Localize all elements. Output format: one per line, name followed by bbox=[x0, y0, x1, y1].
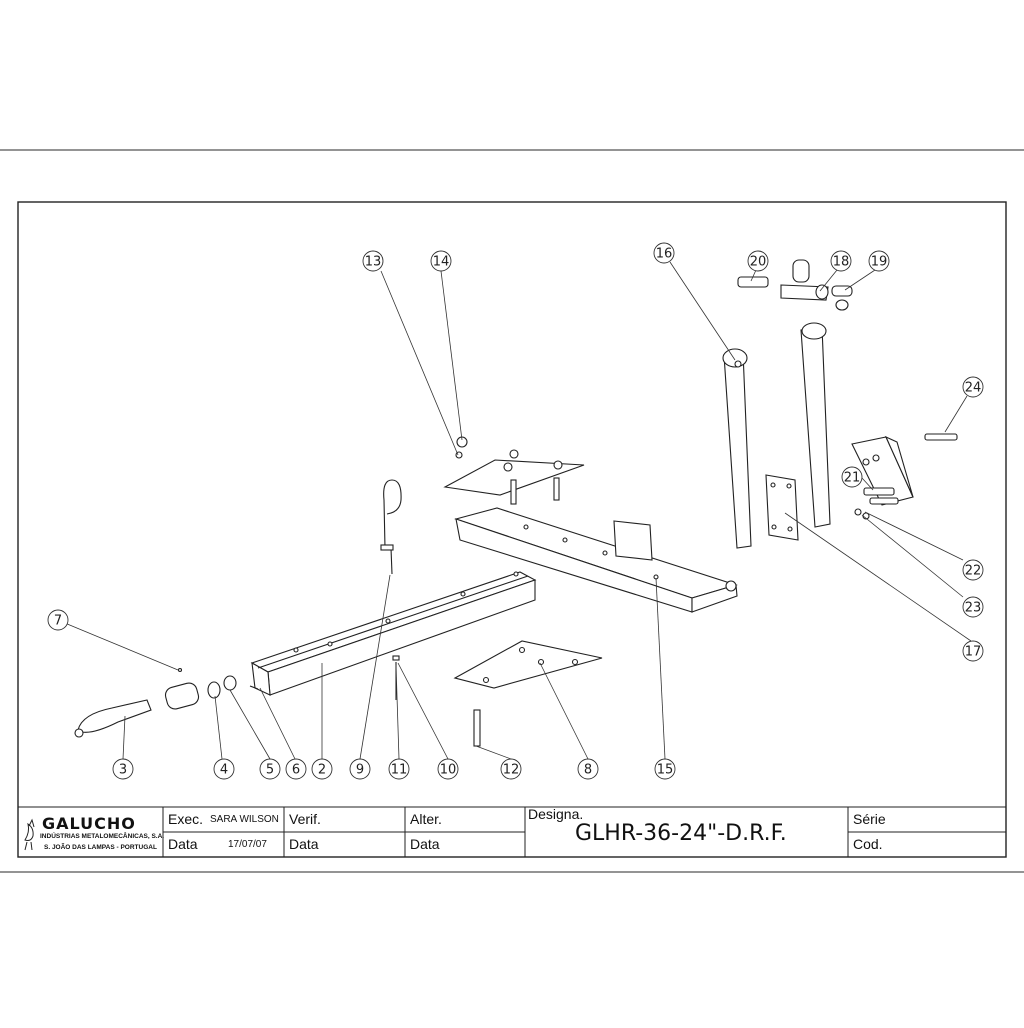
callout-9-balloon bbox=[349, 758, 371, 780]
company-line2: S. JOÃO DAS LAMPAS - PORTUGAL bbox=[44, 844, 157, 851]
callout-21: 21 bbox=[844, 471, 861, 486]
part-15-beam bbox=[454, 507, 738, 613]
callout-numbers: 2 3 4 5 6 7 8 9 10 11 12 13 14 15 16 17 … bbox=[54, 247, 981, 778]
galucho-logo-icon bbox=[24, 818, 35, 851]
callout-10: 10 bbox=[440, 763, 457, 778]
callout-18: 18 bbox=[833, 255, 850, 270]
company-name: GALUCHO bbox=[42, 814, 136, 833]
data-value: 17/07/07 bbox=[228, 839, 267, 850]
callout-14: 14 bbox=[433, 255, 450, 270]
designa-label: Designa. bbox=[528, 806, 584, 822]
leader-lines bbox=[59, 261, 972, 760]
parts-3-to-7 bbox=[74, 655, 481, 747]
callout-10-balloon bbox=[437, 758, 459, 780]
verif-label: Verif. bbox=[289, 811, 321, 827]
drawing-frame bbox=[17, 201, 1007, 858]
callout-11: 11 bbox=[391, 763, 408, 778]
callout-2: 2 bbox=[318, 763, 326, 778]
callout-8: 8 bbox=[584, 763, 592, 778]
title-block-grid bbox=[18, 806, 1006, 857]
callout-9: 9 bbox=[356, 763, 364, 778]
callout-19-balloon bbox=[868, 250, 890, 272]
top-plate bbox=[443, 436, 585, 505]
alter-data-label: Data bbox=[410, 836, 440, 852]
callout-21-balloon bbox=[841, 466, 863, 488]
callout-8-balloon bbox=[577, 758, 599, 780]
callout-13-balloon bbox=[362, 250, 384, 272]
callout-14-balloon bbox=[430, 250, 452, 272]
callout-12: 12 bbox=[503, 763, 520, 778]
callout-13: 13 bbox=[365, 255, 382, 270]
part-16-arm bbox=[722, 348, 752, 549]
callout-24: 24 bbox=[965, 381, 982, 396]
callout-6-balloon bbox=[285, 758, 307, 780]
callout-18-balloon bbox=[830, 250, 852, 272]
callout-2-balloon bbox=[311, 758, 333, 780]
callout-5: 5 bbox=[266, 763, 274, 778]
callout-24-balloon bbox=[962, 376, 984, 398]
right-arm bbox=[800, 322, 831, 528]
parts-21-24-bracket bbox=[851, 433, 958, 520]
data-label: Data bbox=[168, 836, 198, 852]
callout-22-balloon bbox=[962, 559, 984, 581]
exec-value: SARA WILSON bbox=[210, 814, 279, 825]
callout-15-balloon bbox=[654, 758, 676, 780]
callout-3-balloon bbox=[112, 758, 134, 780]
callout-6: 6 bbox=[292, 763, 300, 778]
exec-label: Exec. bbox=[168, 811, 204, 827]
part-17-plate bbox=[765, 474, 799, 541]
callout-3: 3 bbox=[119, 763, 127, 778]
alter-label: Alter. bbox=[410, 811, 442, 827]
callout-17-balloon bbox=[962, 640, 984, 662]
callout-16: 16 bbox=[656, 247, 673, 262]
callout-22: 22 bbox=[965, 564, 982, 579]
callout-balloons bbox=[47, 242, 984, 780]
callout-7-balloon bbox=[47, 609, 69, 631]
callout-16-balloon bbox=[653, 242, 675, 264]
callout-23: 23 bbox=[965, 601, 982, 616]
callout-15: 15 bbox=[657, 763, 674, 778]
parts-18-20-hinge bbox=[737, 259, 853, 311]
callout-12-balloon bbox=[500, 758, 522, 780]
callout-4-balloon bbox=[213, 758, 235, 780]
callout-4: 4 bbox=[220, 763, 228, 778]
drawing-title: GLHR-36-24"-D.R.F. bbox=[575, 821, 787, 846]
callout-5-balloon bbox=[259, 758, 281, 780]
part-2-tube bbox=[250, 571, 537, 696]
cod-label: Cod. bbox=[853, 836, 883, 852]
part-8-plate bbox=[453, 640, 603, 689]
callout-20-balloon bbox=[747, 250, 769, 272]
verif-data-label: Data bbox=[289, 836, 319, 852]
serie-label: Série bbox=[853, 811, 886, 827]
callout-23-balloon bbox=[962, 596, 984, 618]
callout-11-balloon bbox=[388, 758, 410, 780]
callout-7: 7 bbox=[54, 614, 62, 629]
callout-19: 19 bbox=[871, 255, 888, 270]
company-line1: INDÚSTRIAS METALOMECÂNICAS, S.A. bbox=[40, 833, 165, 840]
callout-20: 20 bbox=[750, 255, 767, 270]
part-9-pin bbox=[380, 479, 402, 575]
callout-17: 17 bbox=[965, 645, 982, 660]
